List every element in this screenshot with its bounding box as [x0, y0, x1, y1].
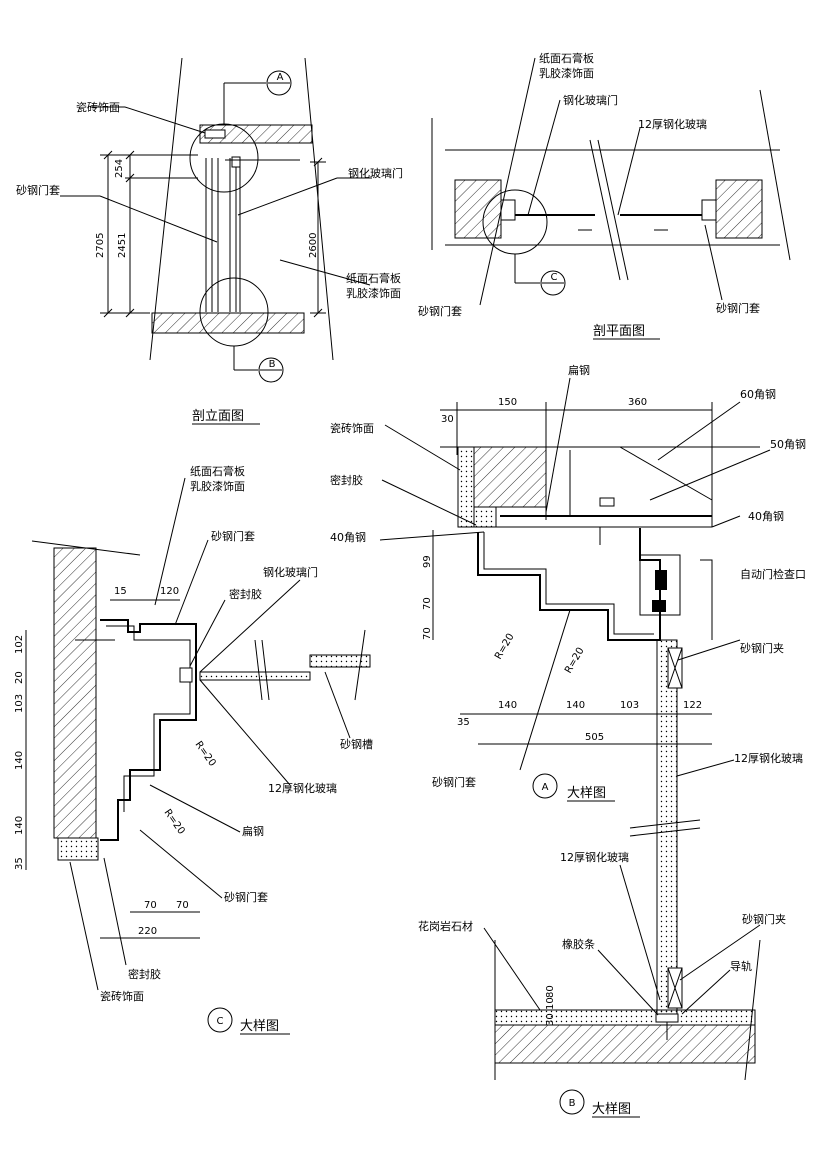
- label-door-plan: 钢化玻璃门: [563, 93, 618, 107]
- marker-c-text: C: [551, 272, 558, 283]
- dim-c-r20b: R=20: [162, 807, 187, 836]
- label-sealant-c-bot: 密封胶: [128, 967, 161, 981]
- dim-a-150: 150: [498, 397, 517, 408]
- label-flat-steel-a: 扁钢: [568, 364, 590, 377]
- dim-c-103: 103: [14, 694, 25, 713]
- label-sealant-a: 密封胶: [330, 473, 363, 487]
- label-granite: 花岗岩石材: [418, 919, 473, 933]
- label-latex-elev: 乳胶漆饰面: [346, 286, 401, 300]
- label-gypsum-c: 纸面石膏板: [190, 464, 245, 478]
- marker-c-title: C: [217, 1016, 224, 1027]
- label-door-elev: 钢化玻璃门: [348, 166, 403, 180]
- dim-c-70a: 70: [144, 900, 157, 911]
- marker-a-text: A: [277, 72, 284, 83]
- dim-2451: 2451: [117, 233, 128, 258]
- dim-a-140a: 140: [498, 700, 517, 711]
- label-angle40a: 40角钢: [330, 531, 366, 544]
- label-gypsum-elev: 纸面石膏板: [346, 271, 401, 285]
- detail-b: 80 10 30 12厚钢化玻璃 花岗岩石材 橡胶条 砂钢门夹 导轨 B 大样图: [418, 819, 786, 1118]
- dim-a-122: 122: [683, 700, 702, 711]
- label-angle40b: 40角钢: [748, 510, 784, 523]
- label-latex-plan: 乳胶漆饰面: [539, 66, 594, 80]
- dim-a-140b: 140: [566, 700, 585, 711]
- dim-c-15: 15: [114, 586, 127, 597]
- title-detail-c: 大样图: [240, 1019, 279, 1034]
- dim-254: 254: [114, 159, 125, 178]
- label-angle60: 60角钢: [740, 388, 776, 401]
- title-detail-a: 大样图: [567, 786, 606, 801]
- label-steel-frame-a: 砂钢门套: [432, 775, 476, 789]
- dim-c-140a: 140: [14, 751, 25, 770]
- dim-b-80: 80: [545, 985, 556, 998]
- dim-a-35: 35: [457, 717, 470, 728]
- dim-a-70a: 70: [422, 597, 433, 610]
- label-tile-a: 瓷砖饰面: [330, 421, 374, 435]
- dim-2705: 2705: [95, 233, 106, 258]
- dim-c-r20a: R=20: [193, 739, 218, 768]
- section-elevation: A B 254 2451 2705 2600 瓷砖饰面 砂钢门套: [16, 57, 403, 425]
- dim-c-120: 120: [160, 586, 179, 597]
- dim-a-r20a: R=20: [493, 632, 517, 662]
- label-steel-frame-c-top: 砂钢门套: [211, 529, 255, 543]
- title-detail-b: 大样图: [592, 1102, 631, 1117]
- dim-b-10: 10: [545, 997, 556, 1010]
- title-plan: 剖平面图: [593, 324, 645, 339]
- label-clip-a: 砂钢门夹: [740, 641, 784, 655]
- dim-a-30: 30: [441, 414, 454, 425]
- label-clip-b: 砂钢门夹: [742, 912, 786, 926]
- label-glass-c: 12厚钢化玻璃: [268, 781, 337, 795]
- section-plan: C 纸面石膏板 乳胶漆饰面 钢化玻璃门 12厚钢化玻璃 砂钢门套 砂钢门套 剖平…: [418, 51, 791, 340]
- label-angle50: 50角钢: [770, 438, 806, 451]
- label-gypsum-plan: 纸面石膏板: [539, 51, 594, 65]
- label-glass-b: 12厚钢化玻璃: [560, 850, 629, 864]
- label-steel-frame-plan-r: 砂钢门套: [716, 301, 760, 315]
- label-door-c: 钢化玻璃门: [263, 565, 318, 579]
- marker-b-title: B: [569, 1098, 576, 1109]
- label-tile-face-elev: 瓷砖饰面: [76, 100, 120, 114]
- dim-2600: 2600: [308, 233, 319, 258]
- dim-c-35: 35: [14, 857, 25, 870]
- label-steel-frame-c-bot: 砂钢门套: [224, 890, 268, 904]
- dim-c-140b: 140: [14, 816, 25, 835]
- label-groove-c: 砂钢槽: [340, 738, 373, 751]
- marker-a-title: A: [542, 782, 549, 793]
- detail-a: 30 150 360 99 70 70 R=20 R=: [330, 364, 806, 1021]
- label-glass-plan: 12厚钢化玻璃: [638, 117, 707, 131]
- dim-b-30: 30: [545, 1013, 556, 1026]
- label-glass-a: 12厚钢化玻璃: [734, 751, 803, 765]
- dim-a-70b: 70: [422, 627, 433, 640]
- label-flat-steel-c: 扁钢: [242, 825, 264, 838]
- dim-a-99: 99: [422, 555, 433, 568]
- dim-c-70b: 70: [176, 900, 189, 911]
- dim-a-103: 103: [620, 700, 639, 711]
- title-elevation: 剖立面图: [192, 409, 244, 424]
- label-steel-frame-elev: 砂钢门套: [16, 183, 60, 197]
- dim-c-102: 102: [14, 635, 25, 654]
- detail-c: 102 20 103 140 140 35 15 120 70 70 220 R…: [14, 464, 373, 1035]
- dim-a-r20b: R=20: [563, 646, 587, 676]
- dim-a-505: 505: [585, 732, 604, 743]
- label-tile-c: 瓷砖饰面: [100, 989, 144, 1003]
- label-rubber: 橡胶条: [562, 937, 595, 951]
- label-auto-door: 自动门检查口: [740, 567, 806, 581]
- dim-c-20: 20: [14, 671, 25, 684]
- label-sealant-c-top: 密封胶: [229, 587, 262, 601]
- label-steel-frame-plan-l: 砂钢门套: [418, 304, 462, 318]
- dim-a-360: 360: [628, 397, 647, 408]
- marker-b-text: B: [269, 359, 276, 370]
- label-latex-c: 乳胶漆饰面: [190, 479, 245, 493]
- label-rail: 导轨: [730, 959, 752, 973]
- dim-c-220: 220: [138, 926, 157, 937]
